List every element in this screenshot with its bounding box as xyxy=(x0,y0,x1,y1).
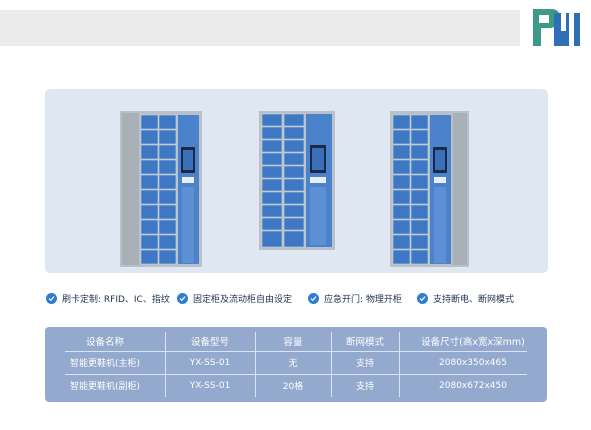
table-cell: 支持 xyxy=(355,382,374,392)
feature-item: 支持断电、断网模式 xyxy=(417,290,514,306)
table-cell: YX-SS-01 xyxy=(189,380,231,391)
feature-label: 支持断电、断网模式 xyxy=(433,294,515,305)
locker-cabinet-right-image xyxy=(390,111,469,267)
spec-table: 设备名称 设备型号 容量 断网模式 设备尺寸(高x宽x深mm) 智能更鞋机(主柜… xyxy=(45,327,547,402)
locker-cabinet-left-image xyxy=(120,111,202,267)
table-header-cell: 容量 xyxy=(283,336,303,348)
brand-logo xyxy=(531,7,582,48)
table-row: 智能更鞋机(主柜) YX-SS-01 无 支持 2080x350x465 xyxy=(45,351,547,374)
check-circle-icon xyxy=(177,292,188,304)
check-circle-icon xyxy=(417,292,428,304)
table-divider xyxy=(65,351,527,352)
check-circle-icon xyxy=(308,292,319,304)
feature-label: 固定柜及流动柜自由设定 xyxy=(193,294,293,305)
table-divider xyxy=(165,332,166,397)
feature-label: 刷卡定制: RFID、IC、指纹 xyxy=(62,294,170,305)
table-header-row: 设备名称 设备型号 容量 断网模式 设备尺寸(高x宽x深mm) xyxy=(45,329,547,352)
table-cell: 支持 xyxy=(355,359,374,369)
check-circle-icon xyxy=(46,292,57,304)
table-cell: YX-SS-01 xyxy=(189,357,231,368)
table-cell: 2080x672x450 xyxy=(439,380,507,391)
table-header-cell: 断网模式 xyxy=(345,336,384,348)
feature-list: 刷卡定制: RFID、IC、指纹 固定柜及流动柜自由设定 应急开门: 物理开柜 … xyxy=(46,290,546,306)
table-cell: 2080x350x465 xyxy=(439,357,507,368)
table-header-cell: 设备尺寸(高x宽x深mm) xyxy=(421,336,525,348)
feature-item: 固定柜及流动柜自由设定 xyxy=(177,290,292,306)
table-cell: 智能更鞋机(主柜) xyxy=(69,359,141,369)
header-band xyxy=(0,10,520,46)
feature-item: 应急开门: 物理开柜 xyxy=(308,290,402,306)
locker-cabinet-center-image xyxy=(259,111,335,250)
table-divider xyxy=(331,332,332,397)
product-showcase-panel xyxy=(45,89,548,273)
feature-item: 刷卡定制: RFID、IC、指纹 xyxy=(46,290,170,306)
table-header-cell: 设备型号 xyxy=(190,336,229,348)
table-divider xyxy=(255,332,256,397)
table-cell: 智能更鞋机(副柜) xyxy=(69,382,141,392)
table-cell: 20格 xyxy=(282,382,304,392)
table-cell: 无 xyxy=(288,359,298,369)
table-divider xyxy=(65,374,527,375)
table-divider xyxy=(399,332,400,397)
table-row: 智能更鞋机(副柜) YX-SS-01 20格 支持 2080x672x450 xyxy=(45,374,547,397)
table-header-cell: 设备名称 xyxy=(85,336,124,348)
feature-label: 应急开门: 物理开柜 xyxy=(324,294,402,305)
